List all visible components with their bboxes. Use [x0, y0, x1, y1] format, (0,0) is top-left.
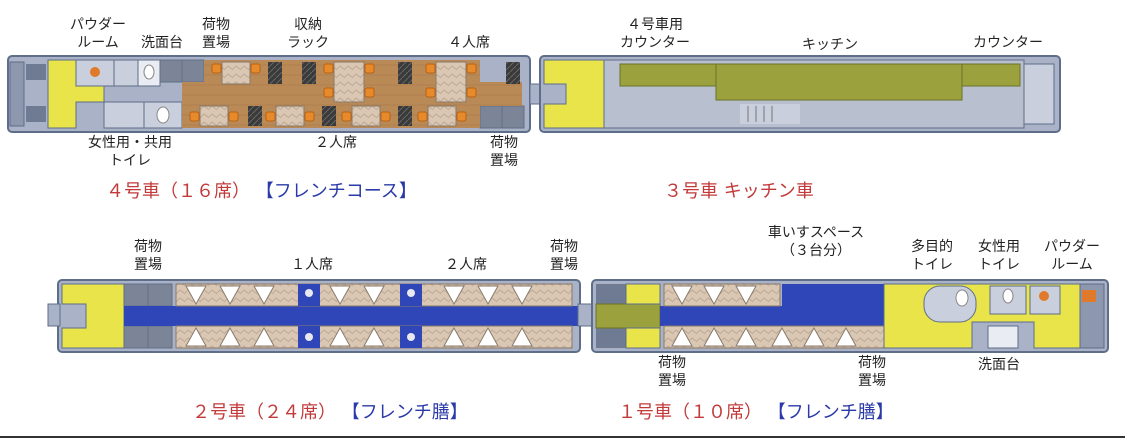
caption-car2-menu: 【フレンチ膳】 — [341, 402, 468, 423]
caption-car2-name: ２号車（２４席） — [192, 402, 336, 423]
label-car4-washbasin: 洗面台 — [141, 35, 183, 51]
label-car4-powder-room: パウダー ルーム — [70, 17, 126, 51]
label-car1-multi-toilet: 多目的 トイレ — [911, 239, 953, 273]
caption-car3-name: ３号車 キッチン車 — [664, 181, 814, 202]
label-car4-two-seat: ２人席 — [315, 135, 357, 151]
label-car3-counter: カウンター — [973, 35, 1043, 51]
label-car4-luggage-bottom: 荷物 置場 — [490, 135, 518, 169]
label-car4-rack: 収納 ラック — [287, 17, 329, 51]
caption-car4: ４号車（１６席） 【フレンチコース】 — [106, 177, 417, 203]
label-car1-ladies-toilet: 女性用 トイレ — [978, 239, 1020, 273]
caption-car4-name: ４号車（１６席） — [106, 181, 250, 202]
caption-car2: ２号車（２４席） 【フレンチ膳】 — [192, 398, 468, 424]
label-car4-toilet: 女性用・共用 トイレ — [88, 135, 172, 169]
caption-car3: ３号車 キッチン車 — [664, 177, 814, 203]
label-car4-luggage-top: 荷物 置場 — [202, 17, 230, 51]
label-car2-luggage-left: 荷物 置場 — [134, 239, 162, 273]
label-car3-counter-car4: ４号車用 カウンター — [620, 17, 690, 51]
label-car1-luggage-right: 荷物 置場 — [858, 355, 886, 389]
caption-car1-menu: 【フレンチ膳】 — [767, 402, 894, 423]
label-car4-four-seat: ４人席 — [448, 35, 490, 51]
caption-car1: １号車（１０席） 【フレンチ膳】 — [618, 398, 894, 424]
label-car1-powder-room: パウダー ルーム — [1044, 239, 1100, 273]
car-3 — [539, 55, 1061, 133]
label-car3-kitchen: キッチン — [802, 37, 858, 53]
label-car2-two-seat: ２人席 — [445, 257, 487, 273]
label-car2-luggage-right: 荷物 置場 — [550, 239, 578, 273]
caption-car4-menu: 【フレンチコース】 — [255, 181, 417, 202]
car-4 — [7, 55, 543, 133]
caption-car1-name: １号車（１０席） — [618, 402, 762, 423]
bottom-divider — [0, 436, 1125, 438]
label-car2-single-seat: １人席 — [291, 257, 333, 273]
label-car1-wheelchair: 車いすスペース （３台分） — [767, 225, 865, 259]
car-1 — [591, 279, 1109, 353]
label-car1-luggage-left: 荷物 置場 — [658, 355, 686, 389]
label-car1-washbasin: 洗面台 — [978, 357, 1020, 373]
car-2 — [47, 279, 593, 353]
